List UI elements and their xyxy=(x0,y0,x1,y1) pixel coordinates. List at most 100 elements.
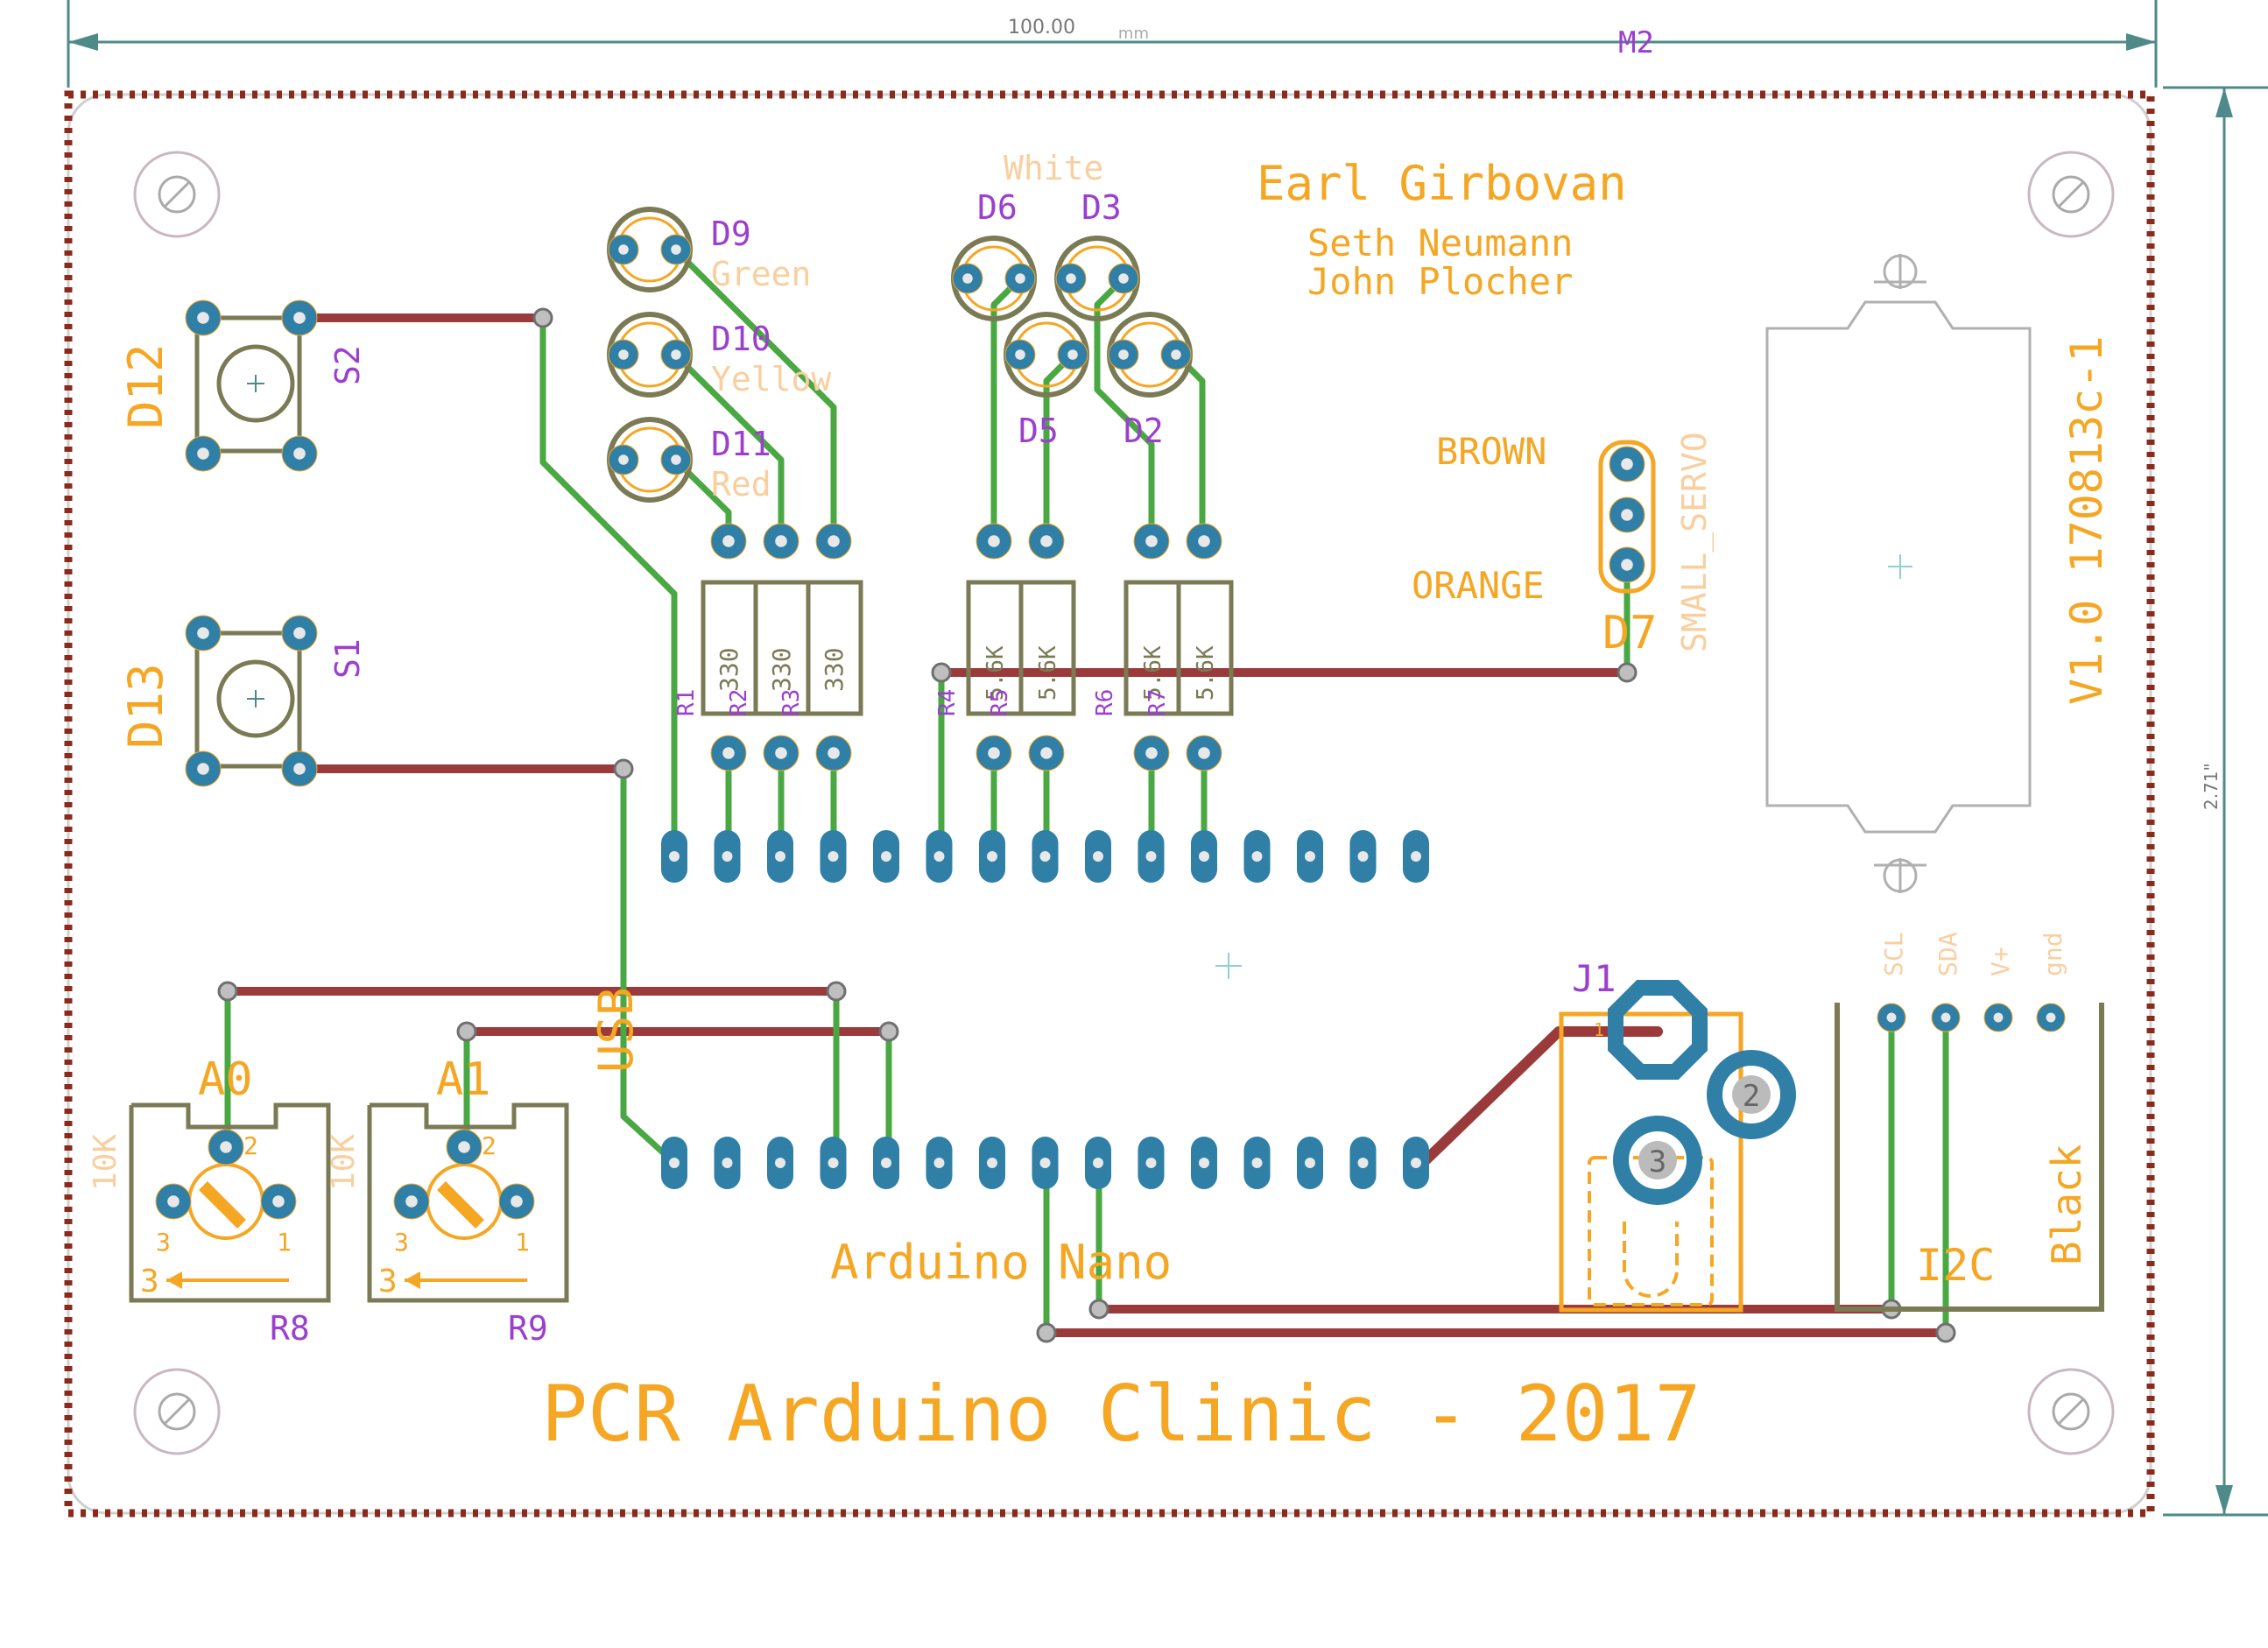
nano-pin-bottom xyxy=(873,1137,899,1189)
led-d9-color: Green xyxy=(711,255,811,293)
led-bodies xyxy=(607,207,1193,503)
switch-s1-ref: S1 xyxy=(328,638,367,679)
pot-ref: R9 xyxy=(508,1309,548,1348)
pot-pad-wiper xyxy=(208,1129,244,1166)
pot-value: 10K xyxy=(88,1134,123,1191)
pot-pad-3 xyxy=(393,1183,430,1220)
switch-pad xyxy=(281,750,318,787)
resistor-pad-top xyxy=(1133,523,1170,560)
switch-pad xyxy=(185,299,222,336)
led-pad-cathode xyxy=(1108,263,1139,294)
pot-pin-1: 1 xyxy=(277,1228,292,1257)
mount-label: M2 xyxy=(1618,25,1654,60)
led-d5-ref: D5 xyxy=(1018,412,1059,450)
nano-pin-bottom xyxy=(767,1137,793,1189)
resistor-value-6: 5.6K xyxy=(1140,645,1166,701)
resistor-value-4: 5.6K xyxy=(983,645,1009,701)
servo-name: SMALL_SERVO xyxy=(1675,432,1715,652)
resistor-pad-bottom xyxy=(1028,735,1065,771)
led-pad-cathode xyxy=(660,234,692,265)
led-pad-anode xyxy=(1004,339,1036,370)
led-pad-cathode xyxy=(660,444,692,475)
led-d3-ref: D3 xyxy=(1081,188,1122,227)
vias xyxy=(217,307,1956,1343)
traces xyxy=(223,246,1950,1337)
via xyxy=(1036,1322,1057,1343)
led-d6 xyxy=(951,236,1037,321)
via xyxy=(613,758,634,779)
nano-pin-bottom xyxy=(979,1137,1005,1189)
i2c-pin-vplus: V+ xyxy=(1986,947,2015,976)
nano-pin-top xyxy=(1349,830,1377,883)
mounting-hole xyxy=(2027,151,2115,238)
nano-pin-top xyxy=(1191,830,1217,883)
led-pad-anode xyxy=(608,339,639,370)
nano-pin-top xyxy=(1138,830,1165,883)
resistor-pad-bottom xyxy=(710,735,747,771)
nano-pin-bottom xyxy=(1191,1137,1217,1189)
switch-pad xyxy=(185,750,222,787)
pot-ref: R8 xyxy=(270,1309,310,1348)
servo-pad xyxy=(1609,546,1645,583)
resistor-pad-top xyxy=(710,523,747,560)
switch-pad xyxy=(281,435,318,472)
i2c-connector: SCL SDA V+ gnd I2C Black xyxy=(1835,932,2104,1312)
pot-arrow-label: 3 xyxy=(140,1264,159,1299)
resistor-pad-top xyxy=(815,523,852,560)
servo-pad xyxy=(1609,446,1645,482)
mounting-hole xyxy=(133,151,221,238)
resistor-pad-top xyxy=(976,523,1012,560)
pot-pin-3: 3 xyxy=(156,1228,171,1257)
board-title: PCR Arduino Clinic - 2017 xyxy=(541,1369,1701,1459)
nano-pin-top xyxy=(979,830,1005,883)
mounting-hole xyxy=(2027,1368,2115,1455)
i2c-pin-gnd: gnd xyxy=(2039,932,2067,976)
nano-pin-bottom xyxy=(1243,1137,1271,1189)
pot-pin-3: 3 xyxy=(394,1228,409,1257)
jack-pin-1: 1 xyxy=(1594,1019,1604,1040)
led-d6-ref: D6 xyxy=(977,188,1018,227)
nano-pin-top xyxy=(767,830,793,883)
author-main: Earl Girbovan xyxy=(1257,156,1627,211)
led-d3 xyxy=(1054,236,1140,321)
resistor-pad-bottom xyxy=(763,735,799,771)
author-2: Seth Neumann xyxy=(1307,222,1573,264)
switch-s1-led: D13 xyxy=(118,663,173,749)
nano-pin-bottom xyxy=(926,1137,953,1189)
nano-pin-top xyxy=(926,830,953,883)
resistor-ref-4: R4 xyxy=(934,689,961,716)
switch-pad xyxy=(185,435,222,472)
nano-pin-bottom xyxy=(1403,1137,1429,1189)
led-pad-cathode xyxy=(660,339,692,370)
switch-pad xyxy=(281,299,318,336)
nano-pin-top xyxy=(661,830,687,883)
resistor-array: 330 330 330 5.6K 5.6K 5.6K 5.6K R1 R2 R3… xyxy=(673,523,1234,771)
board-edge-dotted xyxy=(64,90,2155,1518)
led-pad-cathode xyxy=(1004,263,1036,294)
nano-pin-top xyxy=(1297,830,1323,883)
nano-label: Arduino Nano xyxy=(830,1235,1172,1290)
led-d10-ref: D10 xyxy=(711,320,771,358)
trace-d10 xyxy=(672,351,785,545)
i2c-pin-sda: SDA xyxy=(1933,932,1962,976)
usb-label: USB xyxy=(588,987,644,1073)
i2c-name: I2C xyxy=(1916,1240,1995,1291)
via xyxy=(878,1021,899,1042)
led-d11-ref: D11 xyxy=(711,425,771,463)
pot-label: A0 xyxy=(198,1053,253,1106)
led-d11-color: Red xyxy=(711,465,771,504)
nano-pin-bottom xyxy=(1349,1137,1377,1189)
i2c-pad xyxy=(2036,1003,2066,1032)
via xyxy=(931,662,952,683)
height-value: 2.71" xyxy=(2201,763,2222,810)
i2c-pads xyxy=(1877,1003,2066,1032)
resistor-value-5: 5.6K xyxy=(1035,645,1061,701)
resistor-ref-6: R6 xyxy=(1092,689,1118,716)
pot-label: A1 xyxy=(436,1053,491,1106)
led-pad-anode xyxy=(952,263,983,294)
via xyxy=(826,981,847,1002)
switch-s2-led: D12 xyxy=(118,343,173,429)
